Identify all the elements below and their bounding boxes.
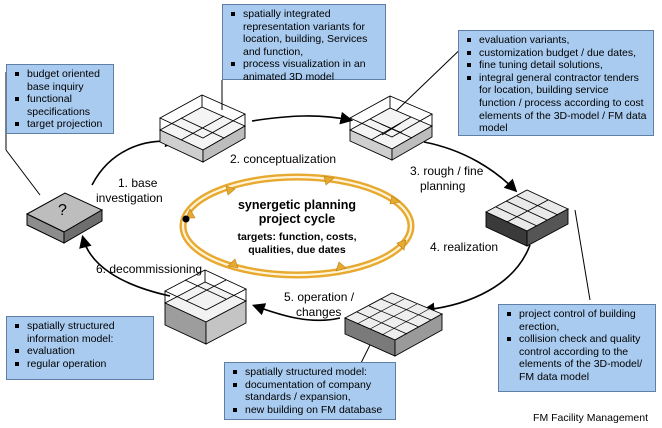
list-item: project control of building erection, <box>507 308 649 333</box>
question-mark-icon: ? <box>58 202 67 219</box>
stage-1-label-cont: investigation <box>96 191 163 205</box>
model-cube-realization <box>484 189 570 247</box>
cycle-title-line2: project cycle <box>258 212 336 226</box>
list-item: budget oriented base inquiry <box>15 68 107 93</box>
footer-caption: FM Facility Management <box>533 412 648 424</box>
list-item: integral general contractor tenders for … <box>467 71 647 135</box>
stage-6-label: 6. decommissioning <box>96 262 203 276</box>
list-item: evaluation <box>15 345 147 358</box>
list-item: spatially structured model: <box>233 366 389 379</box>
stage-4-label: 4. realization <box>430 240 499 254</box>
box-planning: evaluation variants, customization budge… <box>458 30 654 136</box>
list-item: spatially structured information model: <box>15 320 147 345</box>
list-item: customization budget / due dates, <box>467 47 647 60</box>
model-cube-operation <box>343 292 444 357</box>
list-item: process visualization in an animated 3D … <box>231 58 379 83</box>
list-item: evaluation variants, <box>467 34 647 47</box>
list-item: collision check and quality control acco… <box>507 333 649 383</box>
stage-1-label: 1. base <box>118 176 158 190</box>
list-item: target projection <box>15 118 107 131</box>
model-cube-concept <box>159 94 246 163</box>
arrow-6-to-1 <box>79 234 171 297</box>
model-cube-base <box>25 192 104 244</box>
stage-2-label: 2. conceptualization <box>230 152 337 166</box>
synergetic-ring <box>179 173 415 279</box>
stage-5-label: 5. operation / <box>284 290 355 304</box>
stage-3-label-cont: planning <box>420 179 466 193</box>
model-cube-decommissioning <box>163 269 248 345</box>
arrow-4-to-5 <box>421 244 531 316</box>
box-base-investigation: budget oriented base inquiry functional … <box>6 64 114 134</box>
cycle-title: synergetic planning project cycle <box>217 198 377 226</box>
box-decommissioning: spatially structured information model: … <box>6 316 154 380</box>
list-item: functional specifications <box>15 93 107 118</box>
box-realization: project control of building erection, co… <box>498 304 656 392</box>
cycle-title-line1: synergetic planning <box>237 198 357 212</box>
model-cube-planning <box>348 95 434 161</box>
stage-3-label: 3. rough / fine <box>410 164 484 178</box>
list-item: regular operation <box>15 358 147 371</box>
list-item: documentation of company standards / exp… <box>233 379 389 404</box>
arrow-3-to-4 <box>423 141 518 193</box>
list-item: spatially integrated representation vari… <box>231 8 379 58</box>
arrow-5-to-6 <box>251 303 341 322</box>
list-item: fine tuning detail solutions, <box>467 59 647 72</box>
cycle-targets-line1: targets: function, costs, <box>237 231 357 243</box>
list-item: new building on FM database <box>233 404 389 417</box>
cycle-targets-line2: qualities, due dates <box>248 243 346 256</box>
box-conceptualization: spatially integrated representation vari… <box>222 4 386 83</box>
cycle-targets: targets: function, costs, qualities, due… <box>217 231 377 256</box>
box-operation: spatially structured model: documentatio… <box>224 362 396 420</box>
arrow-2-to-3 <box>251 111 354 125</box>
stage-5-label-cont: changes <box>296 305 342 319</box>
